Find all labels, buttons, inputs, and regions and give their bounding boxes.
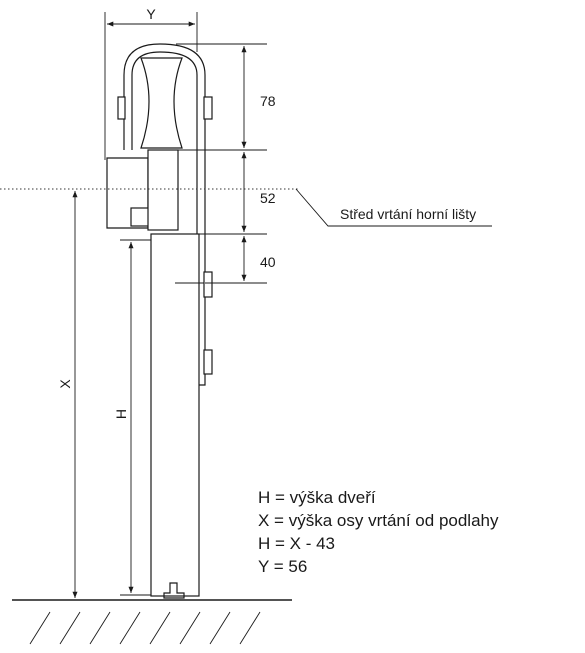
- legend: H = výška dveří X = výška osy vrtání od …: [258, 488, 499, 576]
- dimension-x: X: [57, 191, 78, 598]
- door-panel: [150, 233, 213, 599]
- dimension-52-label: 52: [260, 190, 276, 206]
- roller-hanger: [106, 43, 213, 386]
- dimension-78-label: 78: [260, 93, 276, 109]
- legend-line-4: Y = 56: [258, 557, 307, 576]
- legend-line-2: X = výška osy vrtání od podlahy: [258, 511, 499, 530]
- dimension-h: H: [113, 239, 151, 596]
- rail-center-callout: Střed vrtání horní lišty: [295, 188, 492, 227]
- legend-line-1: H = výška dveří: [258, 488, 376, 507]
- dimension-y-label: Y: [146, 6, 156, 22]
- dimension-x-label: X: [57, 379, 73, 389]
- dimension-vertical-right: 78 52 40: [176, 43, 276, 284]
- legend-line-3: H = X - 43: [258, 534, 335, 553]
- callout-label: Střed vrtání horní lišty: [340, 206, 476, 222]
- dimension-40-label: 40: [260, 254, 276, 270]
- dimension-y: Y: [104, 6, 198, 160]
- dimension-h-label: H: [113, 409, 129, 419]
- floor: [12, 599, 292, 645]
